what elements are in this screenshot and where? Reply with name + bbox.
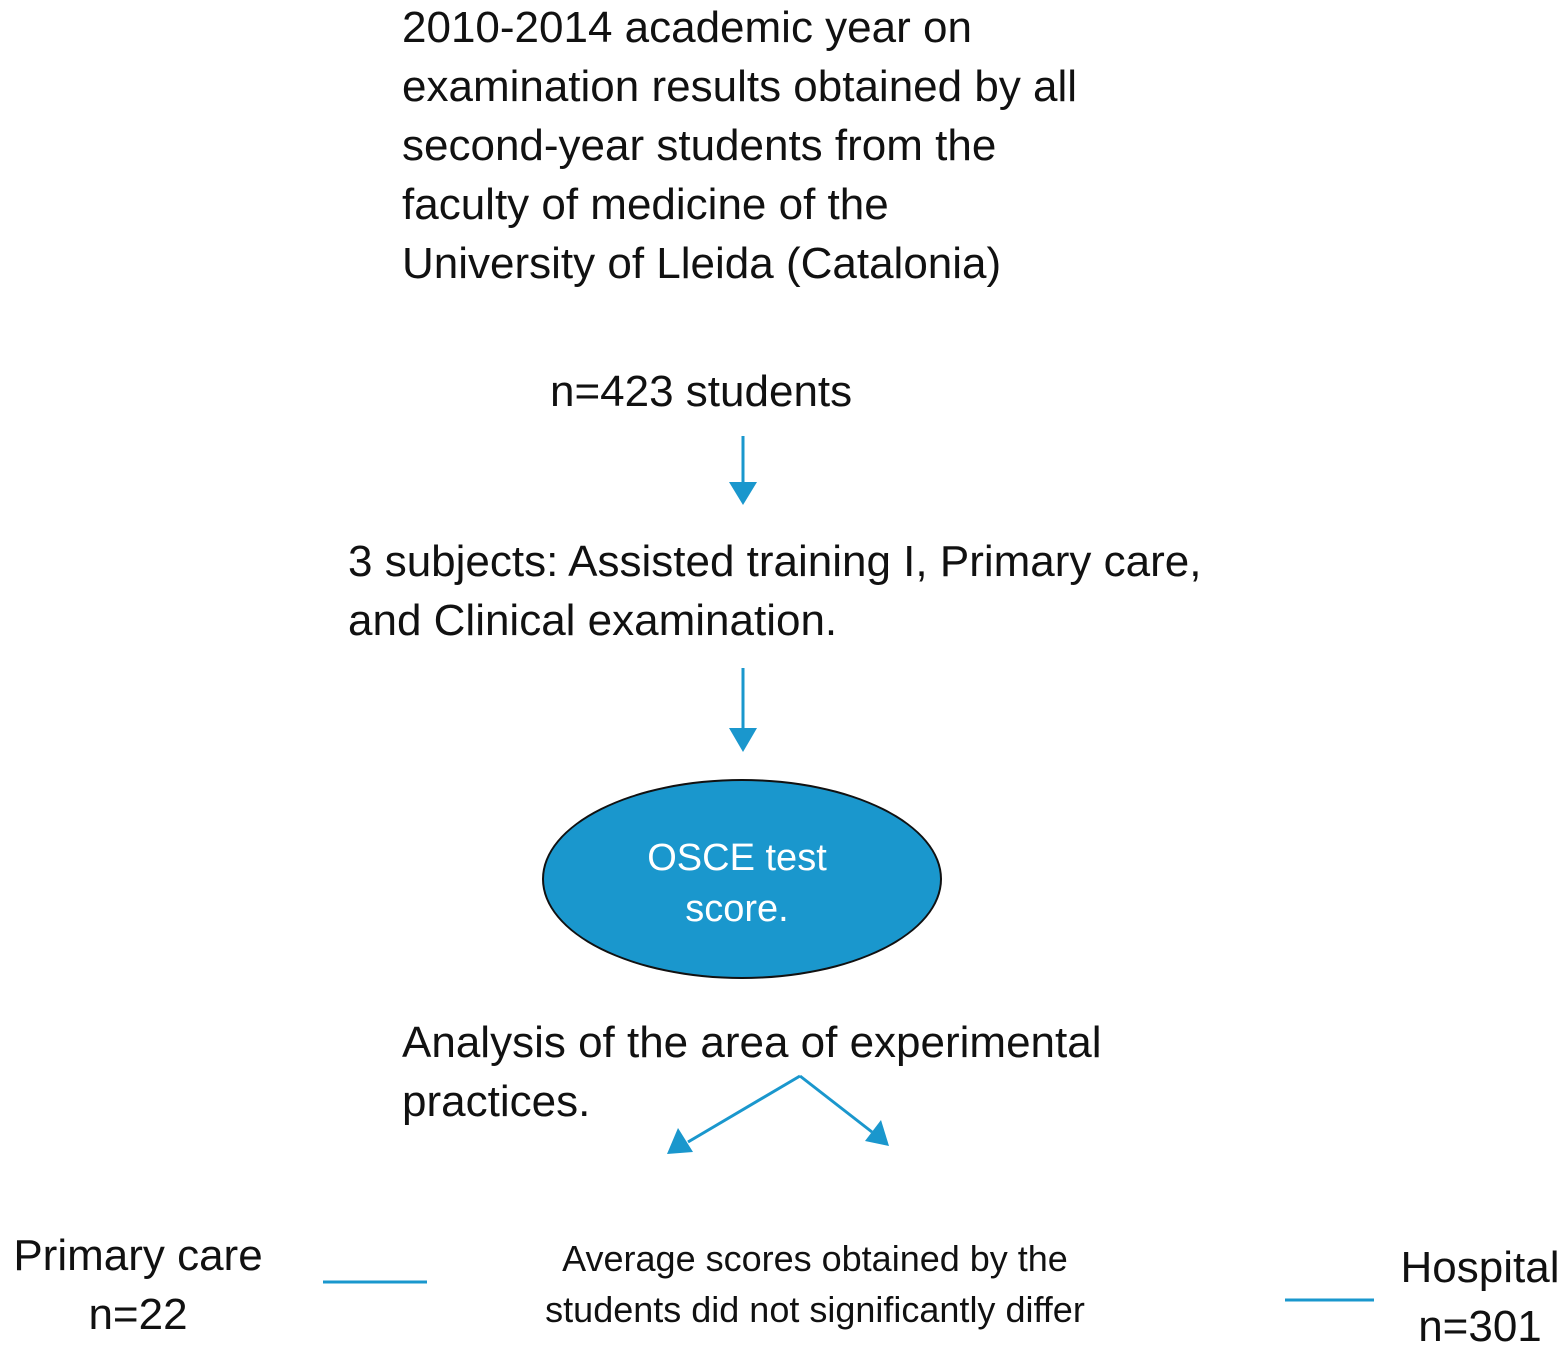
outcome-statement: Average scores obtained by the students … [480, 1233, 1150, 1335]
arrow-subjects-to-osce [729, 668, 757, 752]
group-count: n=301 [1418, 1302, 1542, 1351]
study-description: 2010-2014 academic year on examination r… [402, 0, 1077, 293]
osce-score-label: OSCE test score. [542, 833, 932, 935]
group-name: Primary care [13, 1231, 263, 1280]
study-description-line: faculty of medicine of the [402, 180, 889, 229]
subjects-line: and Clinical examination. [348, 596, 838, 645]
outcome-line: students did not significantly differ [545, 1289, 1085, 1330]
study-description-line: examination results obtained by all [402, 62, 1078, 111]
group-primary-care: Primary care n=22 [0, 1226, 276, 1344]
group-count: n=22 [88, 1290, 188, 1339]
arrow-analysis-to-hospital [799, 1074, 889, 1146]
student-count: n=423 students [550, 367, 853, 416]
subjects-line: 3 subjects: Assisted training I, Primary… [348, 537, 1202, 586]
osce-score-line: OSCE test [647, 837, 827, 879]
study-description-line: University of Lleida (Catalonia) [402, 239, 1002, 288]
osce-score-line: score. [685, 888, 789, 930]
subjects-description: 3 subjects: Assisted training I, Primary… [348, 532, 1201, 650]
study-description-line: 2010-2014 academic year on [402, 3, 972, 52]
outcome-line: Average scores obtained by the [562, 1238, 1068, 1279]
arrow-analysis-to-primary-care [667, 1074, 801, 1154]
osce-score-node [542, 779, 942, 979]
arrow-count-to-subjects [729, 436, 757, 505]
study-description-line: second-year students from the [402, 121, 997, 170]
analysis-description: Analysis of the area of experimental pra… [402, 1013, 1102, 1131]
group-name: Hospital [1400, 1243, 1560, 1292]
analysis-line: practices. [402, 1077, 591, 1126]
group-hospital: Hospital n=301 [1380, 1238, 1568, 1356]
analysis-line: Analysis of the area of experimental [402, 1018, 1102, 1067]
